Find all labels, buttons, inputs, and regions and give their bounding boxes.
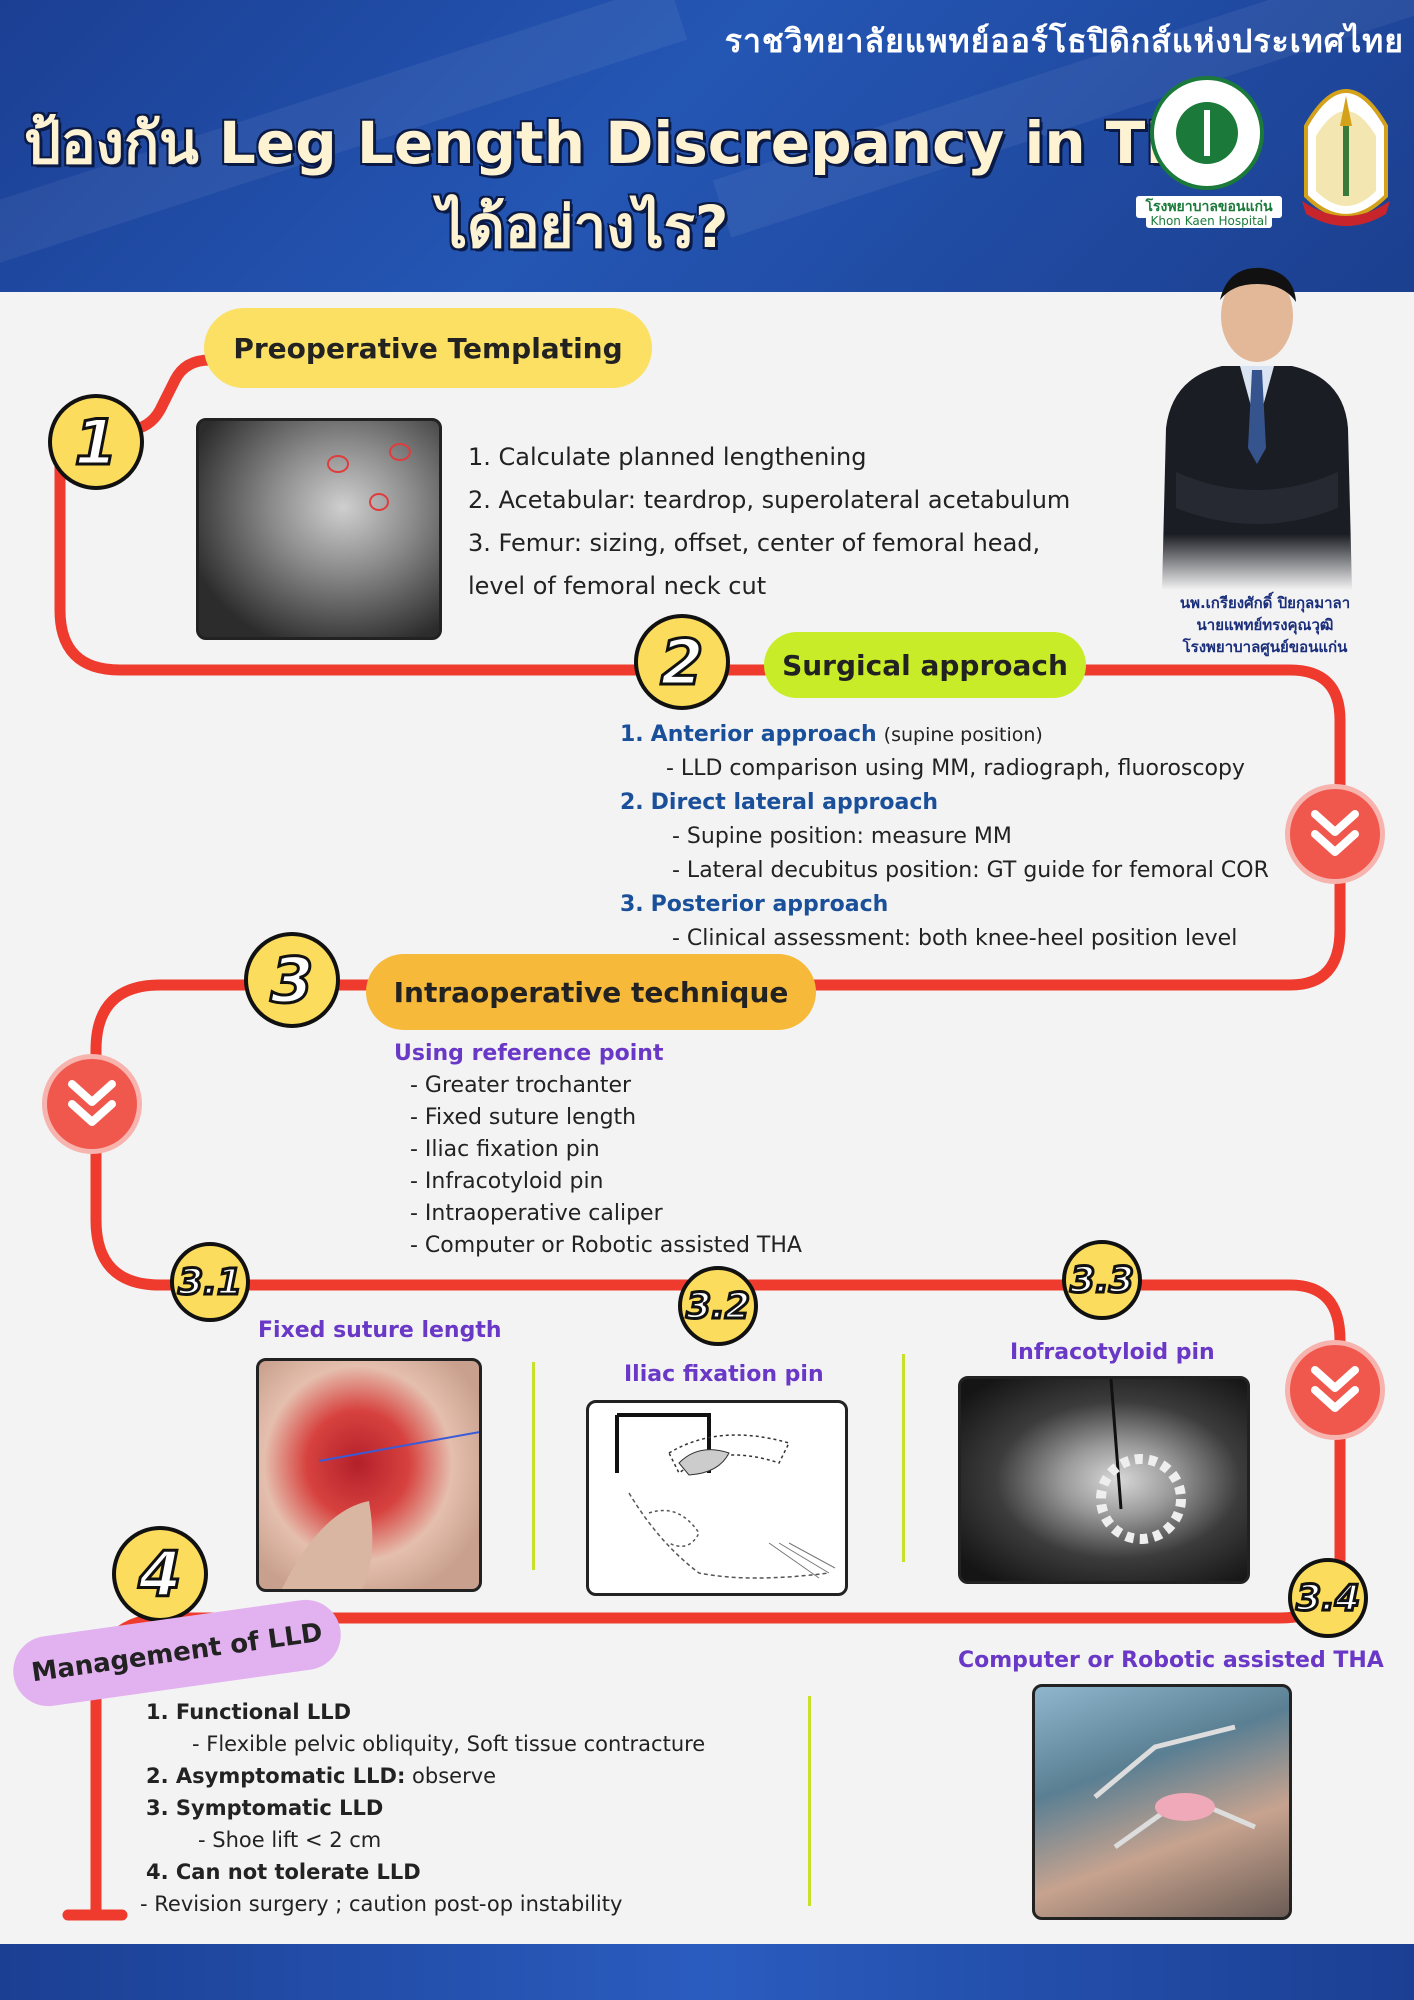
step-3-1-label: Fixed suture length [258,1318,502,1343]
approach-detail: - Supine position: measure MM [672,824,1012,849]
list-item: 1. Functional LLD [146,1700,352,1724]
templating-xray-image [196,418,442,640]
doctor-credit: นพ.เกรียงศักดิ์ ปิยกุลมาลา นายแพทย์ทรงคุ… [1150,592,1380,658]
step-3-title: Intraoperative technique [366,954,816,1030]
reference-point-heading: Using reference point [394,1041,664,1066]
fixed-suture-photo [256,1358,482,1592]
page-title-line2: ได้อย่างไร? [438,193,729,261]
approach-anterior: 1. Anterior approach (supine position) [620,722,1043,747]
step-2-content: 1. Anterior approach (supine position) -… [620,718,1269,956]
hospital-name-english: Khon Kaen Hospital [1146,214,1272,228]
doctor-portrait [1162,267,1352,590]
list-item: - Infracotyloid pin [410,1169,604,1194]
step-3-3-badge: 3.3 [1062,1240,1142,1320]
infracotyloid-pin-photo [958,1376,1250,1584]
step-3-2-label: Iliac fixation pin [624,1362,824,1387]
list-item: 2. Asymptomatic LLD: observe [146,1764,497,1788]
list-item: - Intraoperative caliper [410,1201,663,1226]
step-2-badge: 2 [634,614,730,710]
approach-posterior: 3. Posterior approach [620,892,889,917]
royal-college-logo [1302,89,1390,226]
step-4-content: 1. Functional LLD - Flexible pelvic obli… [140,1696,706,1920]
list-item: 1. Calculate planned lengthening [468,443,867,471]
chevron-down-icon [1285,784,1385,884]
step-3-3-label: Infracotyloid pin [1010,1340,1215,1365]
list-item: 4. Can not tolerate LLD [146,1860,421,1884]
doctor-name: นพ.เกรียงศักดิ์ ปิยกุลมาลา [1179,594,1351,612]
step-3-4-label: Computer or Robotic assisted THA [958,1648,1384,1673]
step-3-2-badge: 3.2 [678,1266,758,1346]
robotic-tha-photo [1032,1684,1292,1920]
list-item-detail: - Flexible pelvic obliquity, Soft tissue… [192,1732,706,1756]
divider [902,1354,905,1562]
step-1-list: 1. Calculate planned lengthening 2. Acet… [468,436,1070,608]
society-name: ราชวิทยาลัยแพทย์ออร์โธปิดิกส์แห่งประเทศไ… [724,22,1404,60]
doctor-title: นายแพทย์ทรงคุณวุฒิ [1196,616,1334,634]
step-4-badge: 4 [112,1526,208,1622]
step-1-title: Preoperative Templating [204,308,652,388]
iliac-pin-drawing [586,1400,848,1596]
list-item-detail: - Shoe lift < 2 cm [198,1828,382,1852]
step-1-badge: 1 [48,394,144,490]
list-item: 3. Femur: sizing, offset, center of femo… [468,529,1041,557]
list-item: - Fixed suture length [410,1105,637,1130]
chevron-down-icon [1285,1340,1385,1440]
approach-detail: - LLD comparison using MM, radiograph, f… [666,756,1245,781]
step-3-1-badge: 3.1 [170,1242,250,1322]
step-3-badge: 3 [244,932,340,1028]
header-banner: ราชวิทยาลัยแพทย์ออร์โธปิดิกส์แห่งประเทศไ… [0,0,1414,292]
hospital-name-thai: โรงพยาบาลขอนแก่น [1136,196,1282,218]
step-3-4-badge: 3.4 [1288,1558,1368,1638]
step-2-title: Surgical approach [764,632,1086,698]
list-item: - Computer or Robotic assisted THA [410,1233,802,1258]
approach-detail: - Lateral decubitus position: GT guide f… [672,858,1269,883]
ministry-of-public-health-logo [1150,76,1264,190]
list-item: 3. Symptomatic LLD [146,1796,384,1820]
doctor-hospital: โรงพยาบาลศูนย์ขอนแก่น [1182,638,1348,656]
approach-detail: - Clinical assessment: both knee-heel po… [672,926,1238,951]
list-item: - Greater trochanter [410,1073,632,1098]
chevron-down-icon [42,1054,142,1154]
divider [808,1696,811,1906]
list-item: level of femoral neck cut [468,572,767,600]
list-item: 2. Acetabular: teardrop, superolateral a… [468,486,1071,514]
list-item-detail: - Revision surgery ; caution post-op ins… [140,1892,623,1916]
step-3-content: Using reference point - Greater trochant… [394,1038,802,1262]
list-item: - Iliac fixation pin [410,1137,600,1162]
approach-direct-lateral: 2. Direct lateral approach [620,790,939,815]
page-title: ป้องกัน Leg Length Discrepancy in THA [24,109,1239,177]
divider [532,1362,535,1570]
footer-bar [0,1944,1414,2000]
